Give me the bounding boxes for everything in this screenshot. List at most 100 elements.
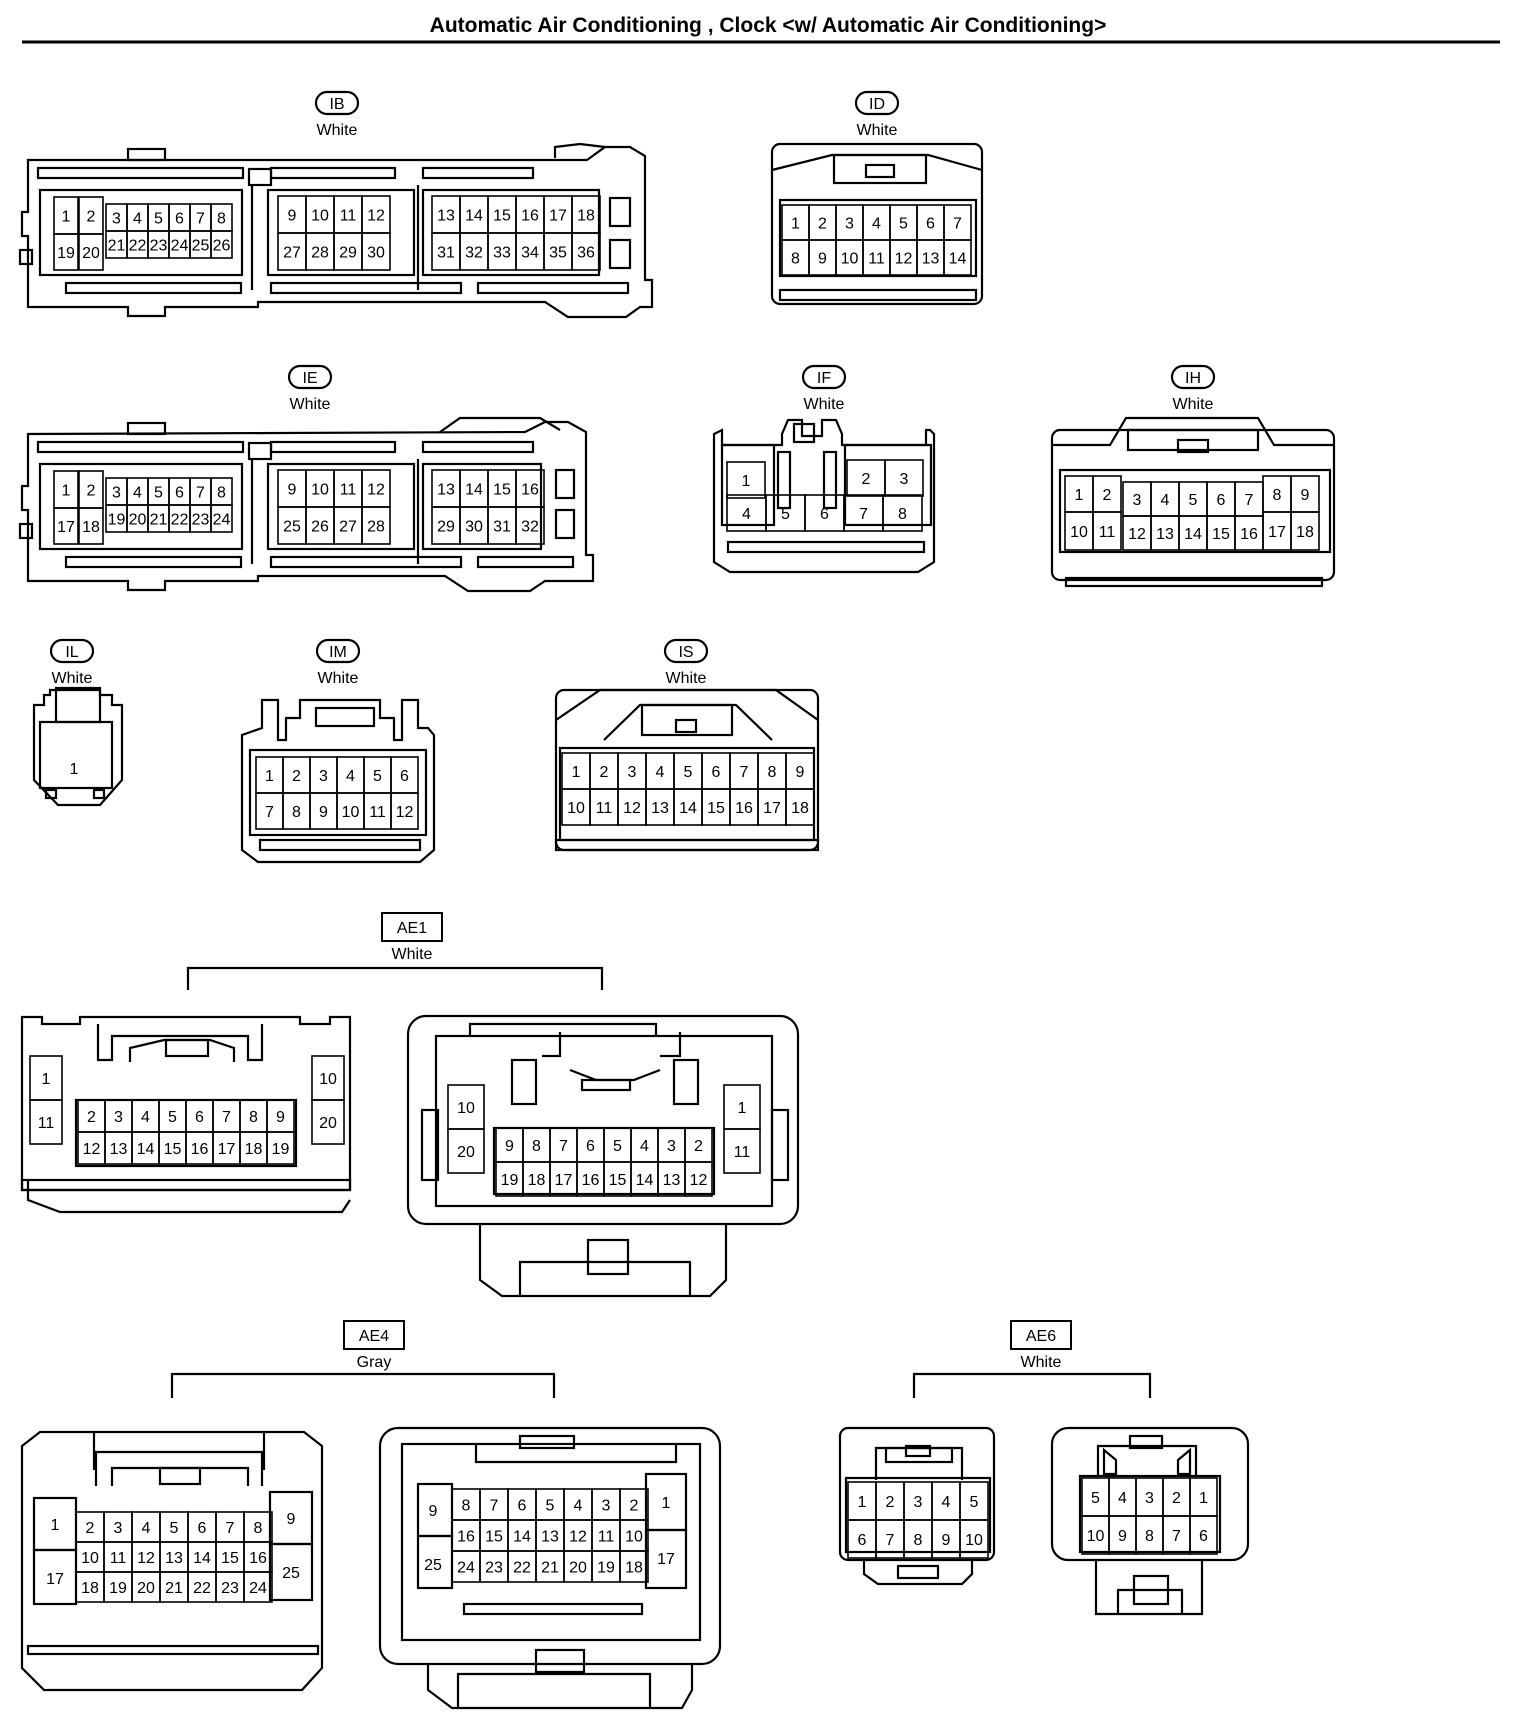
pin-number: 3 <box>112 485 121 502</box>
pin-number: 25 <box>283 519 301 536</box>
pin-AE1-10: 10 <box>447 1084 485 1130</box>
pin-IB-15: 15 <box>487 195 517 234</box>
pin-AE4-4: 4 <box>131 1511 161 1543</box>
ae1-male-key <box>672 1058 700 1106</box>
ae4-male-top-step <box>474 1444 678 1464</box>
pin-number: 2 <box>86 1520 95 1537</box>
pin-IB-5: 5 <box>147 203 170 232</box>
pin-number: 36 <box>577 245 595 262</box>
pin-AE4-19: 19 <box>591 1550 621 1583</box>
pin-ID-1: 1 <box>781 204 810 241</box>
pin-IH-2: 2 <box>1092 475 1122 513</box>
pin-number: 22 <box>171 512 189 529</box>
pin-number: 8 <box>1145 1528 1154 1545</box>
pin-AE6-6: 6 <box>1189 1515 1218 1555</box>
pin-ID-13: 13 <box>916 239 945 276</box>
ie-top-rail <box>269 440 397 454</box>
pin-AE4-18: 18 <box>75 1571 105 1603</box>
pin-number: 10 <box>567 800 585 817</box>
pin-number: 7 <box>1245 492 1254 509</box>
ih-latch <box>1126 428 1260 452</box>
ib-bottom-rail <box>476 281 630 295</box>
pin-ID-5: 5 <box>889 204 918 241</box>
pin-number: 16 <box>191 1141 209 1158</box>
pin-number: 4 <box>141 1109 150 1126</box>
pin-AE1-17: 17 <box>212 1131 241 1165</box>
pin-number: 16 <box>249 1550 267 1567</box>
pin-number: 4 <box>640 1138 649 1155</box>
pin-number: 18 <box>1296 524 1314 541</box>
pin-number: 22 <box>193 1580 211 1597</box>
pin-IB-18: 18 <box>571 195 601 234</box>
connector-id: IF <box>817 370 831 387</box>
connector-color: White <box>52 670 93 687</box>
pin-cell <box>726 461 766 499</box>
pin-IE-5: 5 <box>147 477 170 506</box>
pin-number: 4 <box>872 216 881 233</box>
ib-top-rail <box>421 166 535 180</box>
pin-ID-6: 6 <box>916 204 945 241</box>
connector-color: White <box>1173 396 1214 413</box>
il-pin-frame <box>38 720 114 790</box>
pin-AE4-23: 23 <box>215 1571 245 1603</box>
ae4-female-housing <box>20 1430 324 1692</box>
pin-number: 27 <box>283 245 301 262</box>
pin-AE6-7: 7 <box>1162 1515 1191 1555</box>
pin-number: 2 <box>292 768 301 785</box>
pin-AE1-6: 6 <box>185 1099 214 1133</box>
pin-AE1-16: 16 <box>185 1131 214 1165</box>
pin-cell <box>882 494 923 532</box>
pin-number: 22 <box>129 238 147 255</box>
pin-IS-8: 8 <box>757 752 787 790</box>
pin-number: 17 <box>763 800 781 817</box>
pin-number: 16 <box>582 1172 600 1189</box>
ie-pin-frame <box>38 462 244 551</box>
pin-IS-18: 18 <box>785 788 815 826</box>
id-bottom-rail <box>778 288 978 302</box>
il-foot <box>92 788 106 800</box>
pin-number: 11 <box>1099 524 1116 541</box>
if-post <box>776 450 792 510</box>
ib-bottom-rail <box>64 281 243 295</box>
pin-IH-1: 1 <box>1064 475 1094 513</box>
pin-cell <box>29 1099 63 1145</box>
pin-number: 13 <box>110 1141 128 1158</box>
ae4-female-latch-tab <box>158 1466 202 1486</box>
pin-number: 32 <box>521 519 539 536</box>
pin-number: 5 <box>781 506 790 523</box>
pin-AE4-4: 4 <box>563 1488 593 1521</box>
pin-IM-3: 3 <box>309 756 338 794</box>
pin-AE4-14: 14 <box>187 1541 217 1573</box>
pin-number: 12 <box>569 1529 587 1546</box>
pin-number: 11 <box>369 804 386 821</box>
ae1-female-skirt <box>26 1180 351 1214</box>
ae6-female-skirt <box>862 1560 974 1586</box>
pin-cell <box>210 504 233 533</box>
ae1-male-key <box>510 1058 538 1106</box>
pin-AE4-20: 20 <box>131 1571 161 1603</box>
pin-ID-9: 9 <box>808 239 837 276</box>
pin-number: 30 <box>367 245 385 262</box>
pin-AE4-24: 24 <box>243 1571 273 1603</box>
pin-ID-3: 3 <box>835 204 864 241</box>
pin-cell <box>1189 1515 1218 1555</box>
pin-AE6-5: 5 <box>959 1481 989 1521</box>
page-title: Automatic Air Conditioning , Clock <w/ A… <box>429 14 1107 37</box>
id-latch-tab <box>864 163 896 179</box>
pin-AE4-6: 6 <box>187 1511 217 1543</box>
pin-number: 24 <box>249 1580 267 1597</box>
connector-id-pill <box>1170 364 1216 390</box>
pin-IS-6: 6 <box>701 752 731 790</box>
pin-number: 8 <box>532 1138 541 1155</box>
pin-number: 29 <box>437 519 455 536</box>
pin-IB-27: 27 <box>277 232 307 271</box>
ae1-male-side-slot <box>420 1108 440 1182</box>
pin-number: 7 <box>196 485 205 502</box>
pin-number: 7 <box>265 804 274 821</box>
is-latch-tab <box>674 718 698 734</box>
ie-side-slot <box>554 508 576 540</box>
connector-id: IS <box>678 644 693 661</box>
pin-IF-3: 3 <box>884 459 924 497</box>
pin-number: 12 <box>690 1172 708 1189</box>
